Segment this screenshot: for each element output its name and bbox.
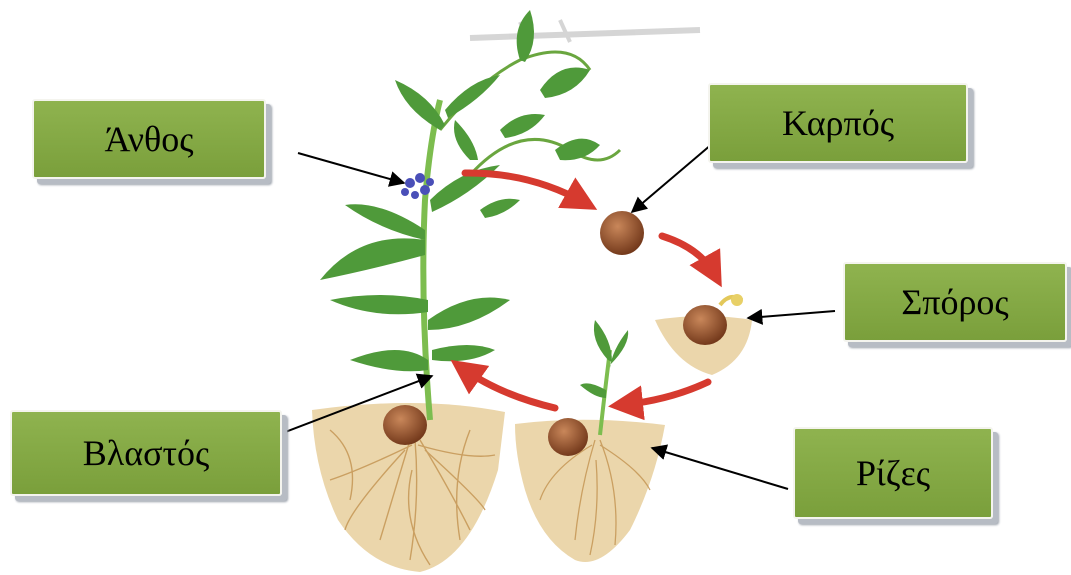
plant-stem [423,100,440,420]
arrow-seedling-to-plant [462,368,555,408]
label-fruit-text: Καρπός [782,102,894,144]
seedling [515,320,665,562]
label-stem: Βλαστός [10,410,282,496]
label-flower: Άνθος [32,99,266,179]
leader-flower [298,153,404,183]
label-stem-text: Βλαστός [83,432,209,474]
fruit [600,211,644,255]
leader-fruit [632,144,712,212]
arrow-fruit-to-seed [662,236,715,275]
arrow-seed-to-seedling [622,382,708,405]
seed-in-soil [383,405,427,445]
label-flower-text: Άνθος [104,118,193,160]
label-roots: Ρίζες [793,427,993,519]
label-fruit: Καρπός [708,83,968,163]
leader-seed [748,311,835,318]
background-smudge [470,20,700,45]
label-seed-text: Σπόρος [901,281,1008,323]
leader-roots [652,448,788,489]
label-roots-text: Ρίζες [856,452,930,494]
label-seed: Σπόρος [843,262,1067,342]
sprouting-seed [655,294,752,375]
